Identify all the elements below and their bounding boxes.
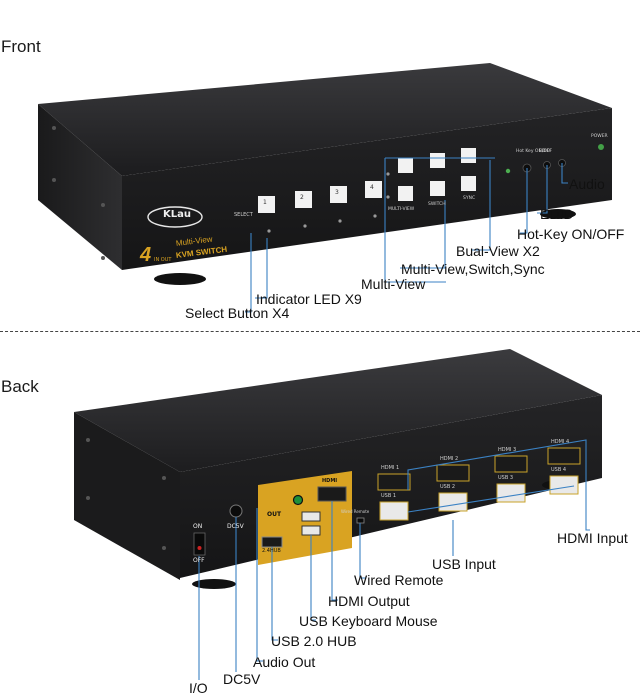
callout-indicator-led: Indicator LED X9: [256, 291, 362, 307]
hotkey-small-label: Hot Key ON/OFF: [516, 149, 553, 154]
mode-buttons: [398, 148, 476, 201]
back-callout-lines: [198, 439, 590, 680]
multiview-small-label: MULTI-VIEW: [388, 207, 415, 212]
back-chassis-top: [74, 349, 602, 472]
callout-usb-hub: USB 2.0 HUB: [271, 633, 357, 649]
usb-port-label-4: USB 4: [551, 467, 567, 473]
hdmi-port-label-3: HDMI 3: [498, 447, 517, 453]
usb-port-label-3: USB 3: [498, 475, 514, 481]
brand-name: KLau: [163, 209, 191, 220]
select-label: SELECT: [234, 212, 253, 218]
hdmi-port-label-4: HDMI 4: [551, 439, 570, 445]
power-led: [598, 144, 604, 150]
back-section-label: Back: [1, 377, 39, 396]
product-in-out: IN OUT: [154, 257, 172, 263]
callout-select-button: Select Button X4: [185, 305, 290, 321]
hdmi-input-ports: [377, 447, 581, 491]
callout-hotkey: Hot-Key ON/OFF: [517, 226, 625, 242]
front-section-label: Front: [1, 37, 41, 56]
switch-small-label: SWITCH: [428, 202, 446, 207]
on-label: ON: [193, 523, 203, 530]
hdmi-output-port: [317, 486, 347, 502]
callout-audio: Audio: [569, 176, 605, 192]
front-device-illustration: [38, 63, 612, 313]
callout-io: I/O: [189, 680, 208, 696]
callout-wired-remote: Wired Remote: [354, 572, 444, 588]
wired-remote-port: [356, 517, 365, 524]
dc5v-jack: [229, 504, 243, 518]
usb-keyboard-mouse-port-1: [301, 511, 321, 522]
callout-audio-out: Audio Out: [253, 654, 316, 670]
usb-port-label-1: USB 1: [381, 493, 397, 499]
wired-remote-small-label: Wired Remote: [341, 509, 370, 514]
sync-small-label: SYNC: [463, 196, 476, 201]
indicator-leds: [267, 172, 390, 233]
out-label: OUT: [267, 511, 282, 518]
callout-multiview-switch-sync: Multi-View,Switch,Sync: [401, 261, 545, 277]
button-number-1[interactable]: 1: [263, 199, 267, 206]
hdmi-out-small-label: HDMI: [322, 478, 338, 484]
usb-keyboard-mouse-port-2: [301, 525, 321, 536]
off-label: OFF: [193, 557, 205, 564]
dc5v-small-label: DC5V: [227, 523, 244, 530]
callout-usb-input: USB Input: [432, 556, 496, 572]
callout-hdmi-input: HDMI Input: [557, 530, 628, 546]
front-chassis-side: [38, 104, 122, 270]
product-badge: 4: [140, 244, 152, 266]
audio-out-jack: [292, 494, 304, 506]
power-small-label: POWER: [591, 134, 608, 139]
button-number-4[interactable]: 4: [370, 184, 374, 191]
hdmi-port-label-1: HDMI 1: [381, 465, 400, 471]
button-number-2[interactable]: 2: [300, 194, 304, 201]
power-switch: [193, 532, 206, 556]
hub-small-label: 2.4HUB: [262, 548, 281, 554]
front-chassis-top: [38, 63, 612, 176]
usb-port-label-2: USB 2: [440, 484, 456, 490]
hdmi-port-label-2: HDMI 2: [440, 456, 459, 462]
callout-usb-keyboard-mouse: USB Keyboard Mouse: [299, 613, 438, 629]
usb-hub-port: [261, 536, 283, 548]
section-divider: [0, 331, 640, 332]
callout-multi-view: Multi-View: [361, 276, 426, 292]
callout-dc5v: DC5V: [223, 671, 261, 687]
back-chassis-side: [74, 412, 180, 580]
callout-edid: EDID: [540, 206, 574, 222]
edid-small-label: EDID: [539, 149, 551, 154]
front-callout-lines: [245, 157, 568, 313]
callout-hdmi-output: HDMI Output: [328, 593, 410, 609]
hotkey-led: [505, 168, 511, 174]
callout-bual-view: Bual-View X2: [456, 243, 540, 259]
button-number-3[interactable]: 3: [335, 189, 339, 196]
brand-logo: [147, 206, 203, 228]
select-buttons: [258, 181, 382, 213]
